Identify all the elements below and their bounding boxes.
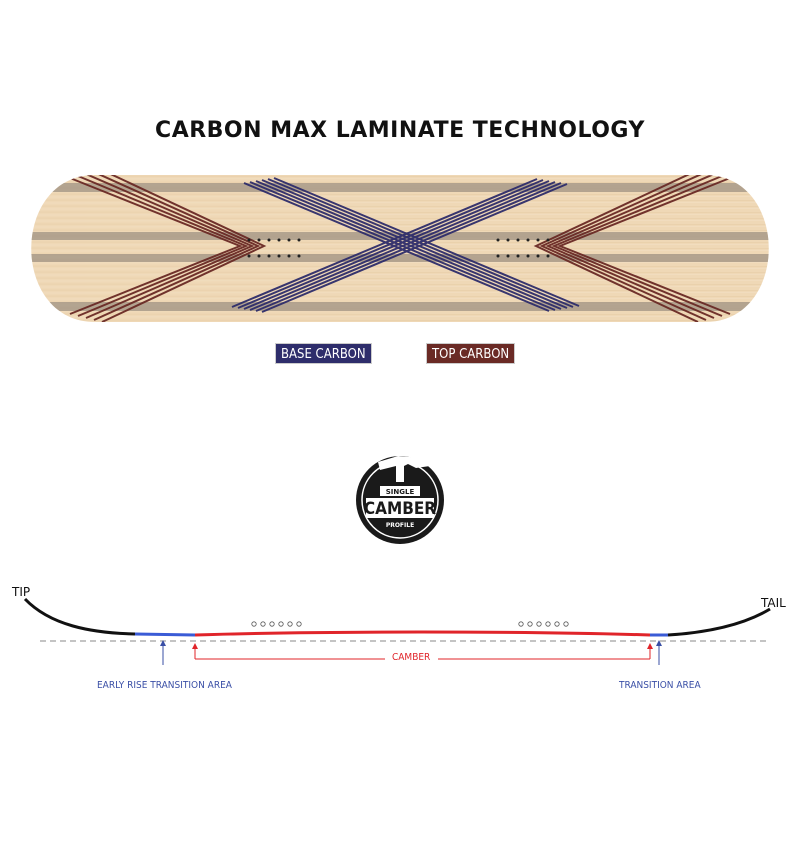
base-carbon-x [231,177,580,313]
legend-base-carbon: BASE CARBON [275,343,372,364]
early-rise-transition-segment [134,632,196,637]
transition-area-label: TRANSITION AREA [619,680,701,691]
camber-profile-diagram [23,597,771,665]
camber-segment [194,630,651,637]
hammer-icon [378,456,430,482]
logo-main-text: CAMBER [364,499,436,519]
logo-bottom-text: PROFILE [386,522,414,529]
stringer [31,302,769,311]
page-title: CARBON MAX LAMINATE TECHNOLOGY [155,118,645,143]
transition-arrow [656,640,662,665]
early-rise-label: EARLY RISE TRANSITION AREA [97,680,232,691]
legend-top-carbon: TOP CARBON [426,343,516,364]
tip-label: TIP [12,585,31,599]
camber-bracket [192,643,653,660]
profile-inserts-rear [518,621,569,627]
binding-inserts-front [247,238,301,258]
early-rise-arrow [160,640,166,665]
top-carbon-tip-chevron [69,175,267,322]
profile-inserts-front [251,621,302,627]
snowboard-top-view [31,175,769,322]
tip-rocker-curve [23,597,136,636]
tail-label: TAIL [761,596,786,610]
logo-top-text: SINGLE [386,488,415,496]
binding-inserts-rear [496,238,550,258]
stringer [31,254,769,262]
single-camber-profile-logo: SINGLE CAMBER PROFILE [356,456,444,544]
tail-rocker-curve [667,607,771,637]
top-carbon-tail-chevron [533,175,731,322]
camber-label: CAMBER [392,652,431,663]
stringer [31,183,769,192]
